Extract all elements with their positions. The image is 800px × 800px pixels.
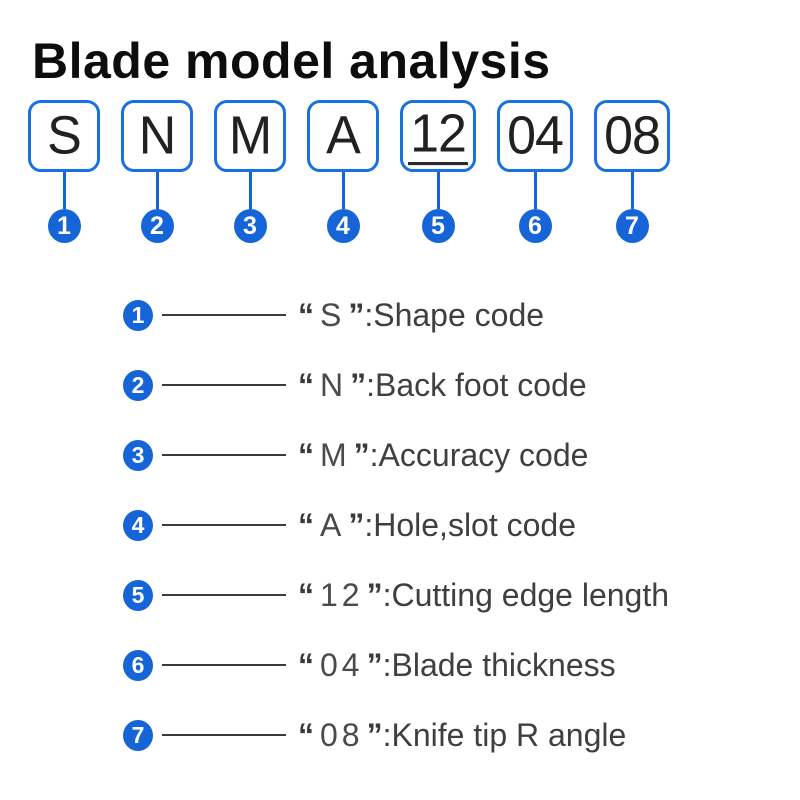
legend-row-5: 5 “12”:Cutting edge length xyxy=(123,579,669,611)
open-quote: “ xyxy=(298,437,314,473)
connector-line xyxy=(248,172,252,209)
legend-desc: :Knife tip R angle xyxy=(382,717,627,753)
connector-line xyxy=(341,172,345,209)
code-segment-7: 08 7 xyxy=(594,100,670,243)
code-box-label: 12 xyxy=(408,103,468,166)
code-box-edge-length: 12 xyxy=(400,100,476,172)
legend-label: “08”:Knife tip R angle xyxy=(298,719,626,751)
legend-code: 12 xyxy=(320,577,364,613)
code-segment-2: N 2 xyxy=(121,100,193,243)
close-quote: ” xyxy=(366,717,383,753)
legend-label: “04”:Blade thickness xyxy=(298,649,616,681)
legend-leader-line xyxy=(162,384,286,386)
legend-label: “M”:Accuracy code xyxy=(298,439,588,471)
legend-badge-1: 1 xyxy=(123,299,153,331)
page-title: Blade model analysis xyxy=(32,33,551,89)
step-badge-4: 4 xyxy=(326,209,360,243)
step-badge-2: 2 xyxy=(140,209,174,243)
legend-code: M xyxy=(320,437,351,473)
legend-row-3: 3 “M”:Accuracy code xyxy=(123,439,669,471)
step-badge-6: 6 xyxy=(518,209,552,243)
code-segment-1: S 1 xyxy=(28,100,100,243)
close-quote: ” xyxy=(350,367,367,403)
code-segment-6: 04 6 xyxy=(497,100,573,243)
connector-line xyxy=(533,172,537,209)
legend-leader-line xyxy=(162,524,286,526)
code-segment-5: 12 5 xyxy=(400,100,476,243)
legend-label: “12”:Cutting edge length xyxy=(298,579,669,611)
legend-row-6: 6 “04”:Blade thickness xyxy=(123,649,669,681)
code-box-label: 04 xyxy=(507,105,564,167)
code-box-accuracy: M xyxy=(214,100,286,172)
close-quote: ” xyxy=(348,297,365,333)
legend-code: N xyxy=(320,367,348,403)
legend-code: A xyxy=(320,507,346,543)
code-box-tip-r-angle: 08 xyxy=(594,100,670,172)
legend-label: “A”:Hole,slot code xyxy=(298,509,576,541)
legend-desc: :Back foot code xyxy=(366,367,587,403)
code-box-label: A xyxy=(326,105,361,167)
step-badge-3: 3 xyxy=(233,209,267,243)
legend-badge-3: 3 xyxy=(123,439,153,471)
connector-line xyxy=(436,172,440,209)
close-quote: ” xyxy=(366,577,383,613)
legend-desc: :Shape code xyxy=(364,297,545,333)
legend-code: 08 xyxy=(320,717,364,753)
connector-line xyxy=(62,172,66,209)
code-box-label: 08 xyxy=(604,105,661,167)
legend-leader-line xyxy=(162,734,286,736)
code-box-hole-slot: A xyxy=(307,100,379,172)
code-box-label: N xyxy=(138,105,177,167)
open-quote: “ xyxy=(298,367,314,403)
legend-code: S xyxy=(320,297,346,333)
connector-line xyxy=(630,172,634,209)
step-badge-1: 1 xyxy=(47,209,81,243)
legend-leader-line xyxy=(162,664,286,666)
legend-label: “S”:Shape code xyxy=(298,299,544,331)
code-box-thickness: 04 xyxy=(497,100,573,172)
legend-label: “N”:Back foot code xyxy=(298,369,587,401)
legend-row-4: 4 “A”:Hole,slot code xyxy=(123,509,669,541)
legend-row-2: 2 “N”:Back foot code xyxy=(123,369,669,401)
legend-desc: :Blade thickness xyxy=(382,647,616,683)
legend-row-7: 7 “08”:Knife tip R angle xyxy=(123,719,669,751)
step-badge-5: 5 xyxy=(421,209,455,243)
open-quote: “ xyxy=(298,717,314,753)
model-code-boxes-row: S 1 N 2 M 3 A 4 xyxy=(28,100,670,243)
code-box-back-foot: N xyxy=(121,100,193,172)
step-badge-7: 7 xyxy=(615,209,649,243)
legend-desc: :Cutting edge length xyxy=(382,577,670,613)
open-quote: “ xyxy=(298,577,314,613)
close-quote: ” xyxy=(353,437,370,473)
legend-desc: :Accuracy code xyxy=(369,437,589,473)
open-quote: “ xyxy=(298,297,314,333)
open-quote: “ xyxy=(298,647,314,683)
legend-desc: :Hole,slot code xyxy=(364,507,577,543)
connector-line xyxy=(155,172,159,209)
legend-badge-5: 5 xyxy=(123,579,153,611)
open-quote: “ xyxy=(298,507,314,543)
legend-row-1: 1 “S”:Shape code xyxy=(123,299,669,331)
legend-code: 04 xyxy=(320,647,364,683)
legend-leader-line xyxy=(162,454,286,456)
legend: 1 “S”:Shape code 2 “N”:Back foot code 3 … xyxy=(123,299,669,751)
code-box-label: M xyxy=(228,105,272,167)
legend-badge-6: 6 xyxy=(123,649,153,681)
code-segment-4: A 4 xyxy=(307,100,379,243)
code-box-shape: S xyxy=(28,100,100,172)
code-box-label: S xyxy=(47,105,82,167)
code-segment-3: M 3 xyxy=(214,100,286,243)
legend-leader-line xyxy=(162,314,286,316)
legend-badge-7: 7 xyxy=(123,719,153,751)
legend-badge-4: 4 xyxy=(123,509,153,541)
close-quote: ” xyxy=(366,647,383,683)
close-quote: ” xyxy=(348,507,365,543)
legend-badge-2: 2 xyxy=(123,369,153,401)
legend-leader-line xyxy=(162,594,286,596)
